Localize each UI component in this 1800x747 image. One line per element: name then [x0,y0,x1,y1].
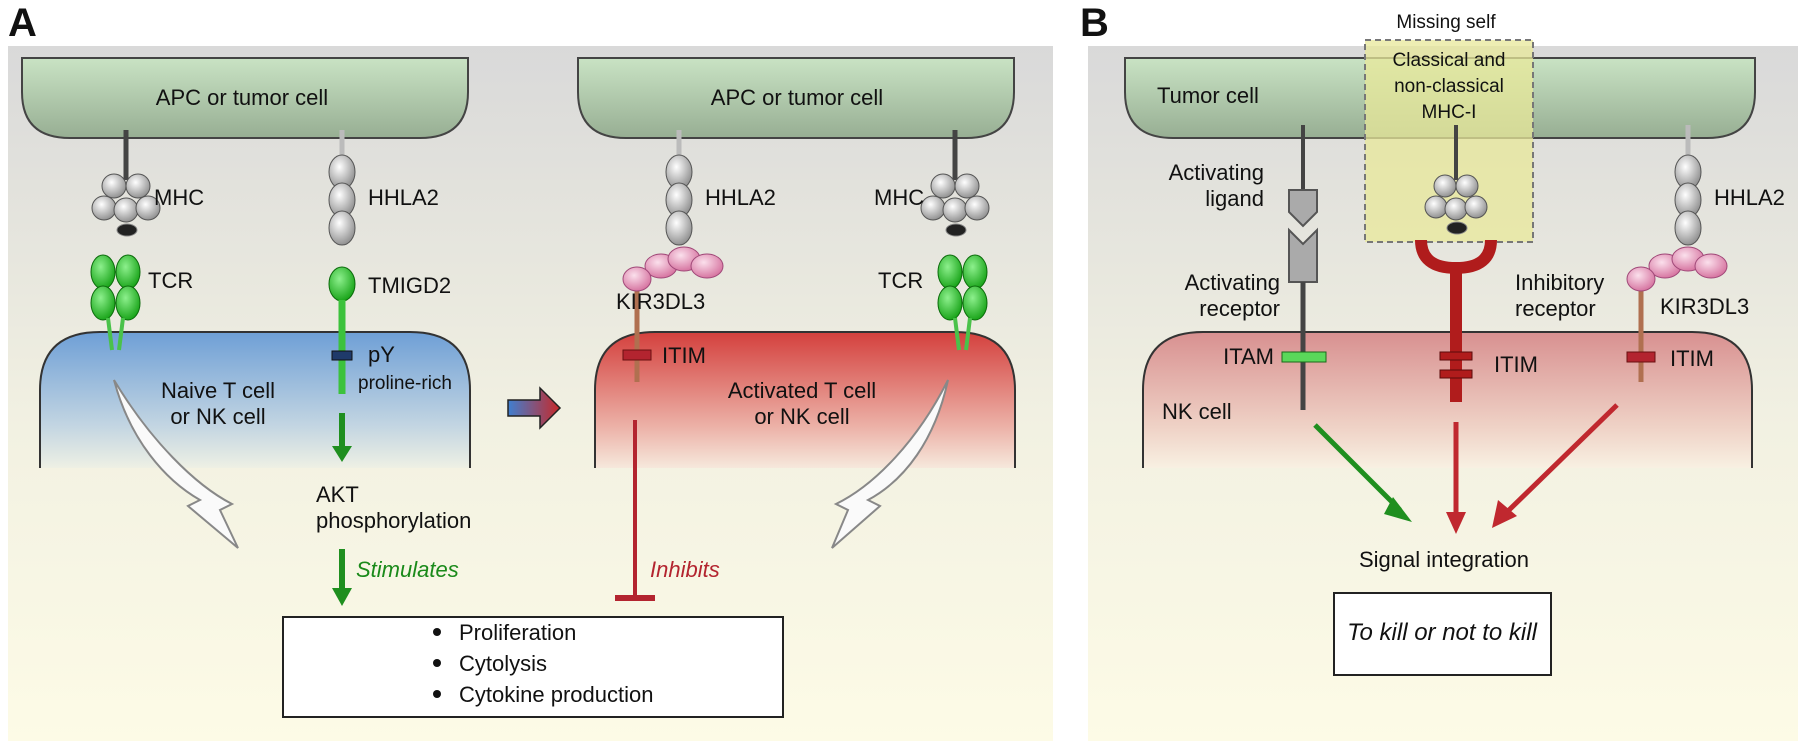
decision-label: To kill or not to kill [1347,619,1538,646]
mhc-left-molecule [91,130,161,237]
bullet-3 [433,690,441,698]
signal-integration-label: Signal integration [1359,547,1529,572]
decision-box [1333,592,1552,676]
hhla2-right-label: HHLA2 [705,185,776,210]
activating-receptor-label-2: receptor [1199,296,1280,321]
hhla2-left-molecule [328,130,356,246]
mhc-left-label: MHC [154,185,204,210]
tcr-right-molecule [937,254,988,351]
apc-right-label: APC or tumor cell [711,85,883,110]
hhla2-left-label: HHLA2 [368,185,439,210]
stimulates-arrow-head [332,588,352,606]
activating-ligand-label-2: ligand [1205,186,1264,211]
transition-arrow [507,386,562,430]
activated-t-cell [594,331,1016,468]
hhla2-b-label: HHLA2 [1714,185,1785,210]
panel-b-letter: B [1080,1,1109,45]
bullet-2 [433,659,441,667]
activating-receptor-label-1: Activating [1185,270,1280,295]
kir3dl3-a-molecule [622,246,724,382]
hhla2-b-molecule [1674,125,1702,246]
apc-left-label: APC or tumor cell [156,85,328,110]
bullet-1 [433,628,441,636]
py-label: pY [368,342,395,367]
inhibitory-receptor-label-2: receptor [1515,296,1596,321]
inhibitory-receptor [1415,239,1497,402]
tcr-left-label: TCR [148,268,193,293]
activated-label-2: or NK cell [754,404,849,429]
lightning-arrow-left [113,379,239,549]
mhc1-molecule [1424,125,1488,235]
tcr-right-label: TCR [878,268,923,293]
mhc1-label-1: Classical and [1393,50,1506,71]
outcome-item: Proliferation [459,620,576,645]
akt-label-1: AKT [316,482,359,507]
naive-label-1: Naive T cell [161,378,275,403]
activating-ligand-label-1: Activating [1169,160,1264,185]
kir3dl3-a-label: KIR3DL3 [616,289,705,314]
mhc1-label-2: non-classical [1394,76,1504,97]
inhibitory-arrow-head [1446,512,1466,534]
akt-label-2: phosphorylation [316,508,471,533]
itim-right-label: ITIM [1670,346,1714,371]
hhla2-right-molecule [665,130,693,246]
proline-rich-label: proline-rich [358,373,452,394]
activating-arrow-head [1384,497,1412,522]
outcome-item: Cytokine production [459,682,653,707]
tmigd2-label: TMIGD2 [368,273,451,298]
outcome-item: Cytolysis [459,651,547,676]
tcr-left-molecule [90,254,141,351]
missing-self-label: Missing self [1396,12,1496,33]
kir3dl3-b-label: KIR3DL3 [1660,294,1749,319]
activated-label-1: Activated T cell [728,378,876,403]
stimulates-label: Stimulates [356,557,459,582]
panel-a-letter: A [8,1,37,45]
mhc1-label-3: MHC-I [1422,102,1477,123]
lightning-arrow-right [831,379,949,549]
nk-cell [1142,331,1753,468]
activating-ligand-receptor [1281,125,1327,410]
mhc-right-molecule [920,130,990,237]
itim-center-label: ITIM [1494,352,1538,377]
kir-arrow-head [1492,500,1517,528]
activating-arrow-shaft [1313,423,1402,512]
kir-arrow-shaft [1505,403,1619,514]
itim-a-label: ITIM [662,343,706,368]
tmigd2-molecule [328,266,356,394]
naive-label-2: or NK cell [170,404,265,429]
kir3dl3-b-molecule [1626,246,1728,382]
akt-arrow-head [332,446,352,462]
tumor-cell-label: Tumor cell [1157,83,1259,108]
nk-cell-label: NK cell [1162,399,1232,424]
apc-cell-left [21,57,469,139]
inhibitory-receptor-label-1: Inhibitory [1515,270,1604,295]
apc-cell-right [577,57,1015,139]
outcome-box [282,616,784,718]
inhibits-label: Inhibits [650,557,720,582]
itam-label: ITAM [1223,344,1274,369]
mhc-right-label: MHC [874,185,924,210]
